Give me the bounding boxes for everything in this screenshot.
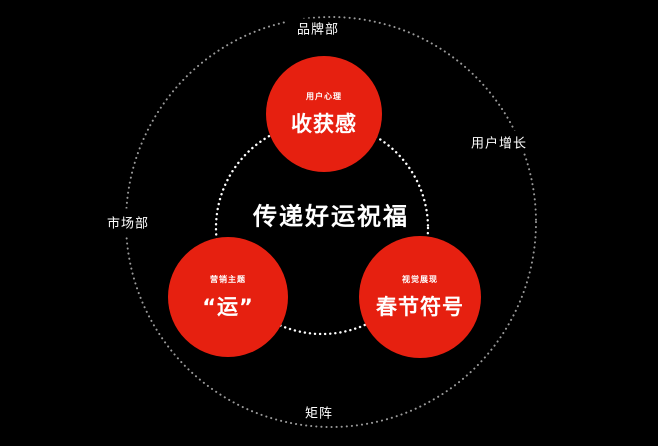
node-visual-presentation: 视觉展现 春节符号 <box>359 236 481 358</box>
label-marketing-department: 市场部 <box>100 208 156 236</box>
node-user-psychology-subtitle: 用户心理 <box>306 91 342 101</box>
center-title: 传递好运祝福 <box>247 194 415 234</box>
outer-dotted-ring <box>125 16 537 428</box>
node-user-psychology: 用户心理 收获感 <box>266 56 382 172</box>
label-user-growth: 用户增长 <box>462 130 536 154</box>
node-marketing-theme-title: “运” <box>202 294 254 319</box>
node-marketing-theme: 营销主题 “运” <box>168 237 288 357</box>
node-user-psychology-title: 收获感 <box>291 111 357 136</box>
label-brand-department: 品牌部 <box>286 18 350 38</box>
label-matrix: 矩阵 <box>292 402 346 422</box>
node-visual-presentation-subtitle: 视觉展现 <box>402 274 438 284</box>
node-marketing-theme-subtitle: 营销主题 <box>210 274 246 284</box>
node-visual-presentation-title: 春节符号 <box>376 294 464 319</box>
